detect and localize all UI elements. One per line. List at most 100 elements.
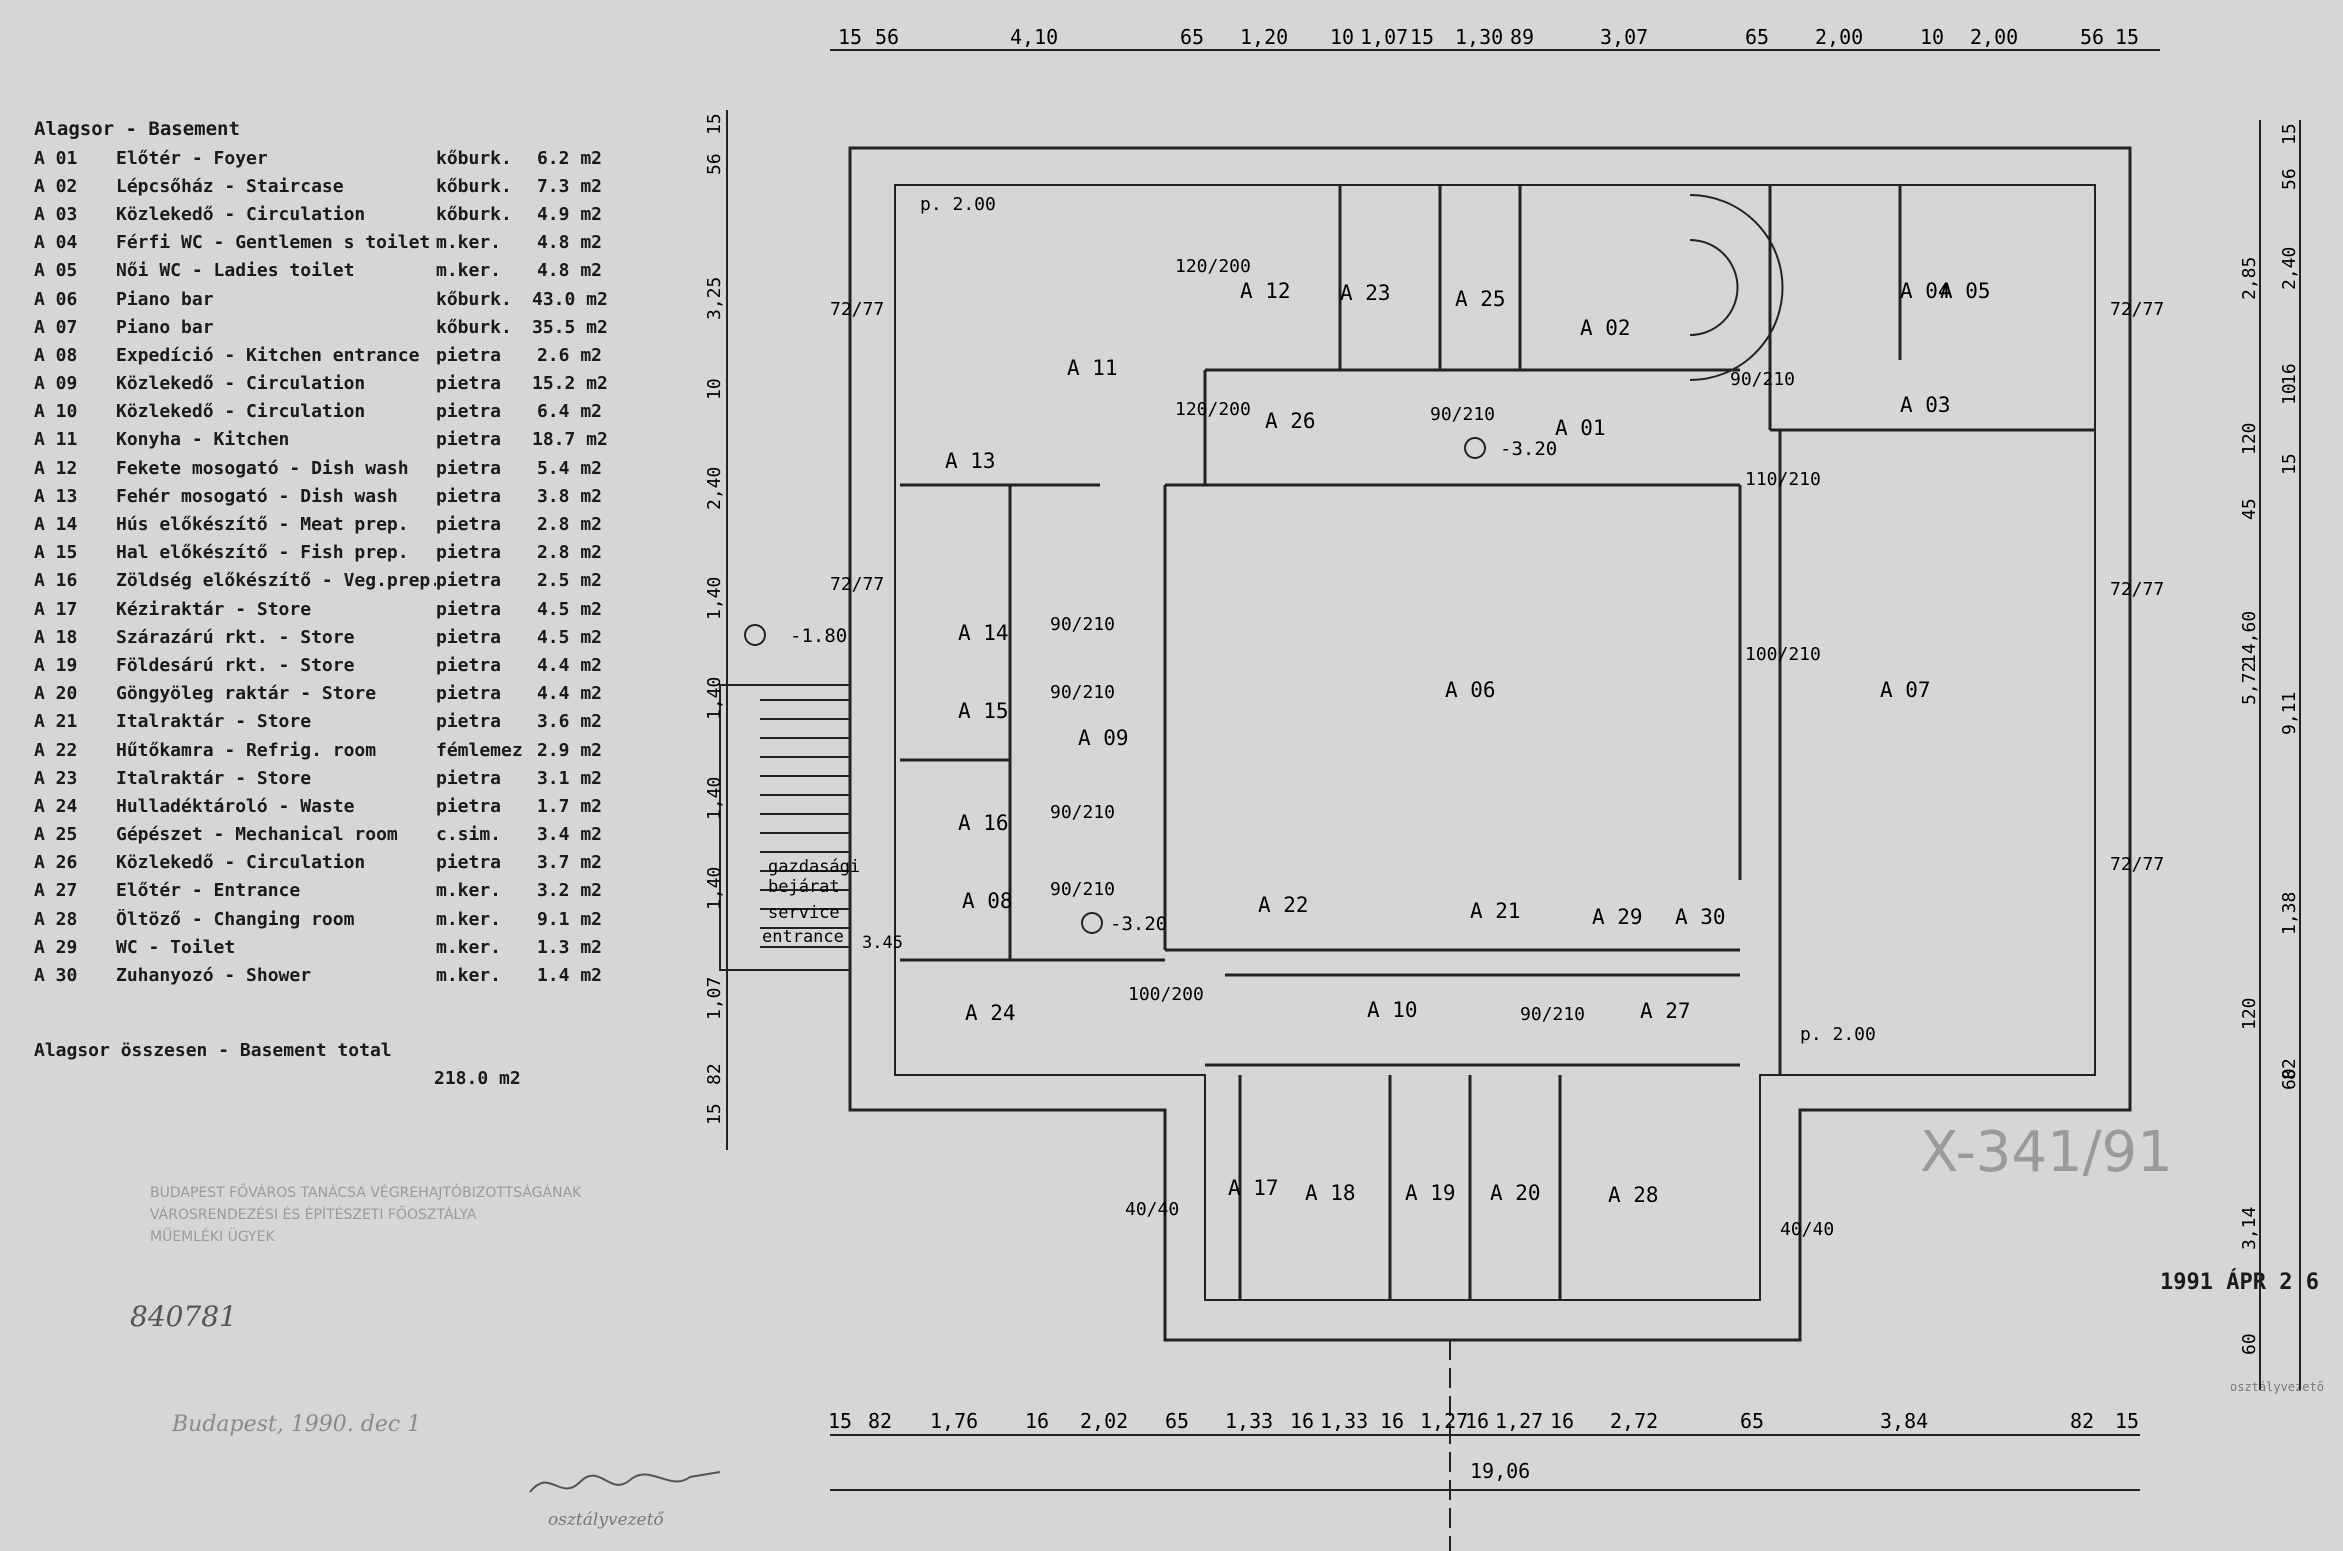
top-dim-label: 2,00 (1970, 25, 2018, 49)
room-code: A 29 (34, 936, 78, 958)
entrance-text: gazdasági (768, 857, 860, 877)
room-area: 4.9 m2 (536, 203, 602, 225)
basement-total-value: 218.0 m2 (434, 1068, 521, 1089)
room-name: Italraktár - Store (116, 711, 312, 733)
door-label: 90/210 (1430, 404, 1495, 425)
room-label: A 11 (1067, 356, 1118, 380)
room-finish: m.ker. (436, 260, 502, 282)
door-label: 120/200 (1175, 399, 1251, 420)
room-code: A 01 (34, 147, 78, 169)
room-finish: pietra (436, 373, 502, 395)
room-label: A 18 (1305, 1181, 1356, 1205)
door-label: 40/40 (1780, 1219, 1834, 1240)
room-area: 6.4 m2 (536, 401, 602, 423)
top-dim-label: 56 (875, 25, 899, 49)
door-label: p. 2.00 (1800, 1024, 1876, 1045)
room-label: A 12 (1240, 279, 1291, 303)
room-name: Fekete mosogató - Dish wash (116, 457, 409, 479)
room-name: Zöldség előkészítő - Veg.prep. (116, 570, 436, 592)
top-dim-label: 15 (838, 25, 862, 49)
room-finish: pietra (436, 457, 502, 479)
right-dim-label: 120 (2239, 997, 2260, 1030)
room-finish: kőburk. (436, 147, 512, 169)
room-finish: pietra (436, 767, 502, 789)
room-name: Előtér - Entrance (116, 880, 301, 902)
left-dim-label: 10 (704, 378, 725, 400)
room-label: A 27 (1640, 999, 1691, 1023)
room-area: 3.7 m2 (536, 852, 602, 874)
bottom-dim-label: 1,33 (1320, 1409, 1368, 1433)
door-label: 120/200 (1175, 256, 1251, 277)
room-label: A 13 (945, 449, 996, 473)
bottom-dim-label: 16 (1465, 1409, 1489, 1433)
door-label: 110/210 (1745, 469, 1821, 490)
room-finish: kőburk. (436, 288, 512, 310)
room-code: A 13 (34, 485, 78, 507)
room-finish: kőburk. (436, 203, 512, 225)
room-code: A 04 (34, 232, 78, 254)
bottom-dim-label: 2,02 (1080, 1409, 1128, 1433)
room-label: A 04 (1900, 279, 1951, 303)
room-area: 3.6 m2 (536, 711, 602, 733)
service-entrance-label: gazdasági bejárat service entrance 3.45 (762, 857, 903, 953)
entrance-text: service (768, 903, 840, 923)
top-dim-label: 65 (1180, 25, 1204, 49)
door-label: 40/40 (1125, 1199, 1179, 1220)
room-finish: m.ker. (436, 232, 502, 254)
room-area: 4.8 m2 (536, 232, 602, 254)
dimension-lines (726, 49, 2301, 1551)
top-dim-label: 89 (1510, 25, 1534, 49)
stamp-line: BUDAPEST FŐVÁROS TANÁCSA VÉGREHAJTÓBIZOT… (150, 1185, 582, 1201)
door-label: 90/210 (1730, 369, 1795, 390)
room-name: Előtér - Foyer (116, 147, 268, 169)
stamp-line: MŰEMLÉKI ÜGYEK (150, 1229, 275, 1245)
room-area: 2.9 m2 (536, 739, 602, 761)
room-finish: pietra (436, 598, 502, 620)
bottom-dim-label: 82 (2070, 1409, 2094, 1433)
room-label: A 28 (1608, 1183, 1659, 1207)
level-mark: -3.20 (1110, 913, 1167, 935)
room-name: Közlekedő - Circulation (116, 401, 366, 423)
room-finish: kőburk. (436, 316, 512, 338)
room-label: A 24 (965, 1001, 1016, 1025)
room-code: A 11 (34, 429, 78, 451)
right-dim-label: 15 (2279, 453, 2300, 475)
room-code: A 22 (34, 739, 78, 761)
room-name: Italraktár - Store (116, 767, 312, 789)
room-area: 3.2 m2 (536, 880, 602, 902)
left-dim-label: 3,25 (704, 277, 725, 320)
right-dim-label: 3,14 (2239, 1207, 2260, 1250)
receipt-date: 1991 ÁPR 2 6 (2160, 1270, 2319, 1295)
room-name: Hal előkészítő - Fish prep. (116, 542, 409, 564)
right-dim-label: 15 (2279, 123, 2300, 145)
level-symbol (1464, 437, 1486, 459)
room-code: A 02 (34, 175, 78, 197)
room-finish: pietra (436, 344, 502, 366)
left-dim-label: 1,40 (704, 867, 725, 910)
stair-outline (719, 684, 851, 971)
right-dim-label: 56 (2279, 168, 2300, 190)
level-mark: -3.20 (1500, 438, 1557, 460)
room-area: 3.4 m2 (536, 824, 602, 846)
door-label: 72/77 (2110, 299, 2164, 320)
room-label: A 03 (1900, 393, 1951, 417)
room-area: 15.2 m2 (532, 373, 608, 395)
room-area: 7.3 m2 (536, 175, 602, 197)
room-name: Fehér mosogató - Dish wash (116, 485, 398, 507)
room-area: 4.8 m2 (536, 260, 602, 282)
room-finish: pietra (436, 429, 502, 451)
room-area: 4.4 m2 (536, 683, 602, 705)
bottom-dim-label: 16 (1550, 1409, 1574, 1433)
room-area: 6.2 m2 (536, 147, 602, 169)
room-name: Földesárú rkt. - Store (116, 654, 355, 676)
room-area: 43.0 m2 (532, 288, 608, 310)
